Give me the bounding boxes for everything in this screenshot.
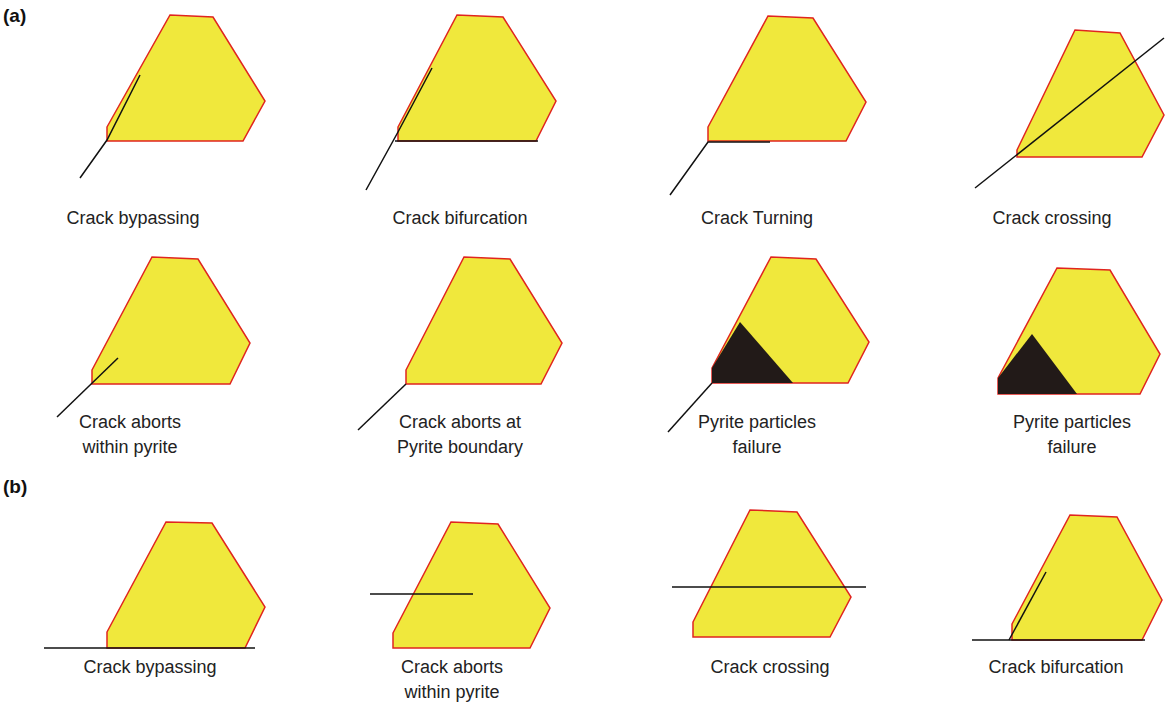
- crack-line: [370, 593, 473, 595]
- pyrite-particle: [708, 16, 866, 141]
- crack-line: [395, 140, 538, 142]
- mode-caption: Crack bifurcation: [350, 206, 570, 231]
- crack-line: [80, 75, 140, 178]
- mode-caption: Crack bifurcation: [946, 655, 1166, 680]
- pyrite-particle: [107, 15, 265, 141]
- pyrite-particle: [398, 15, 556, 141]
- pyrite-particle: [693, 510, 851, 637]
- pyrite-particle: [712, 257, 869, 383]
- pyrite-particle: [107, 522, 265, 648]
- failed-fragment: [712, 322, 793, 383]
- pyrite-particle: [92, 257, 250, 384]
- mode-caption: Crack Turning: [647, 206, 867, 231]
- mode-caption: Crack aborts within pyrite: [55, 410, 205, 460]
- crack-line: [670, 142, 770, 195]
- mode-caption: Crack crossing: [660, 655, 880, 680]
- crack-line: [358, 384, 406, 430]
- crack-line: [972, 639, 1145, 641]
- mode-caption: Crack aborts within pyrite: [377, 655, 527, 702]
- mode-caption: Crack bypassing: [23, 206, 243, 231]
- mode-caption: Pyrite particles failure: [992, 410, 1152, 460]
- mode-caption: Crack aborts at Pyrite boundary: [375, 410, 545, 460]
- crack-line: [57, 358, 118, 417]
- mode-caption: Crack crossing: [942, 206, 1162, 231]
- failed-fragment: [998, 334, 1077, 394]
- crack-line: [975, 38, 1164, 188]
- crack-line: [44, 647, 255, 649]
- panel-letter: (b): [3, 474, 43, 500]
- crack-line: [672, 586, 866, 588]
- pyrite-particle: [406, 257, 562, 384]
- mode-caption: Pyrite particles failure: [677, 410, 837, 460]
- crack-line: [366, 68, 432, 190]
- mode-caption: Crack bypassing: [40, 655, 260, 680]
- pyrite-particle: [1012, 515, 1162, 640]
- panel-letter: (a): [3, 3, 43, 29]
- pyrite-particle: [393, 522, 550, 648]
- crack-line: [1009, 572, 1046, 640]
- pyrite-particle: [998, 268, 1160, 394]
